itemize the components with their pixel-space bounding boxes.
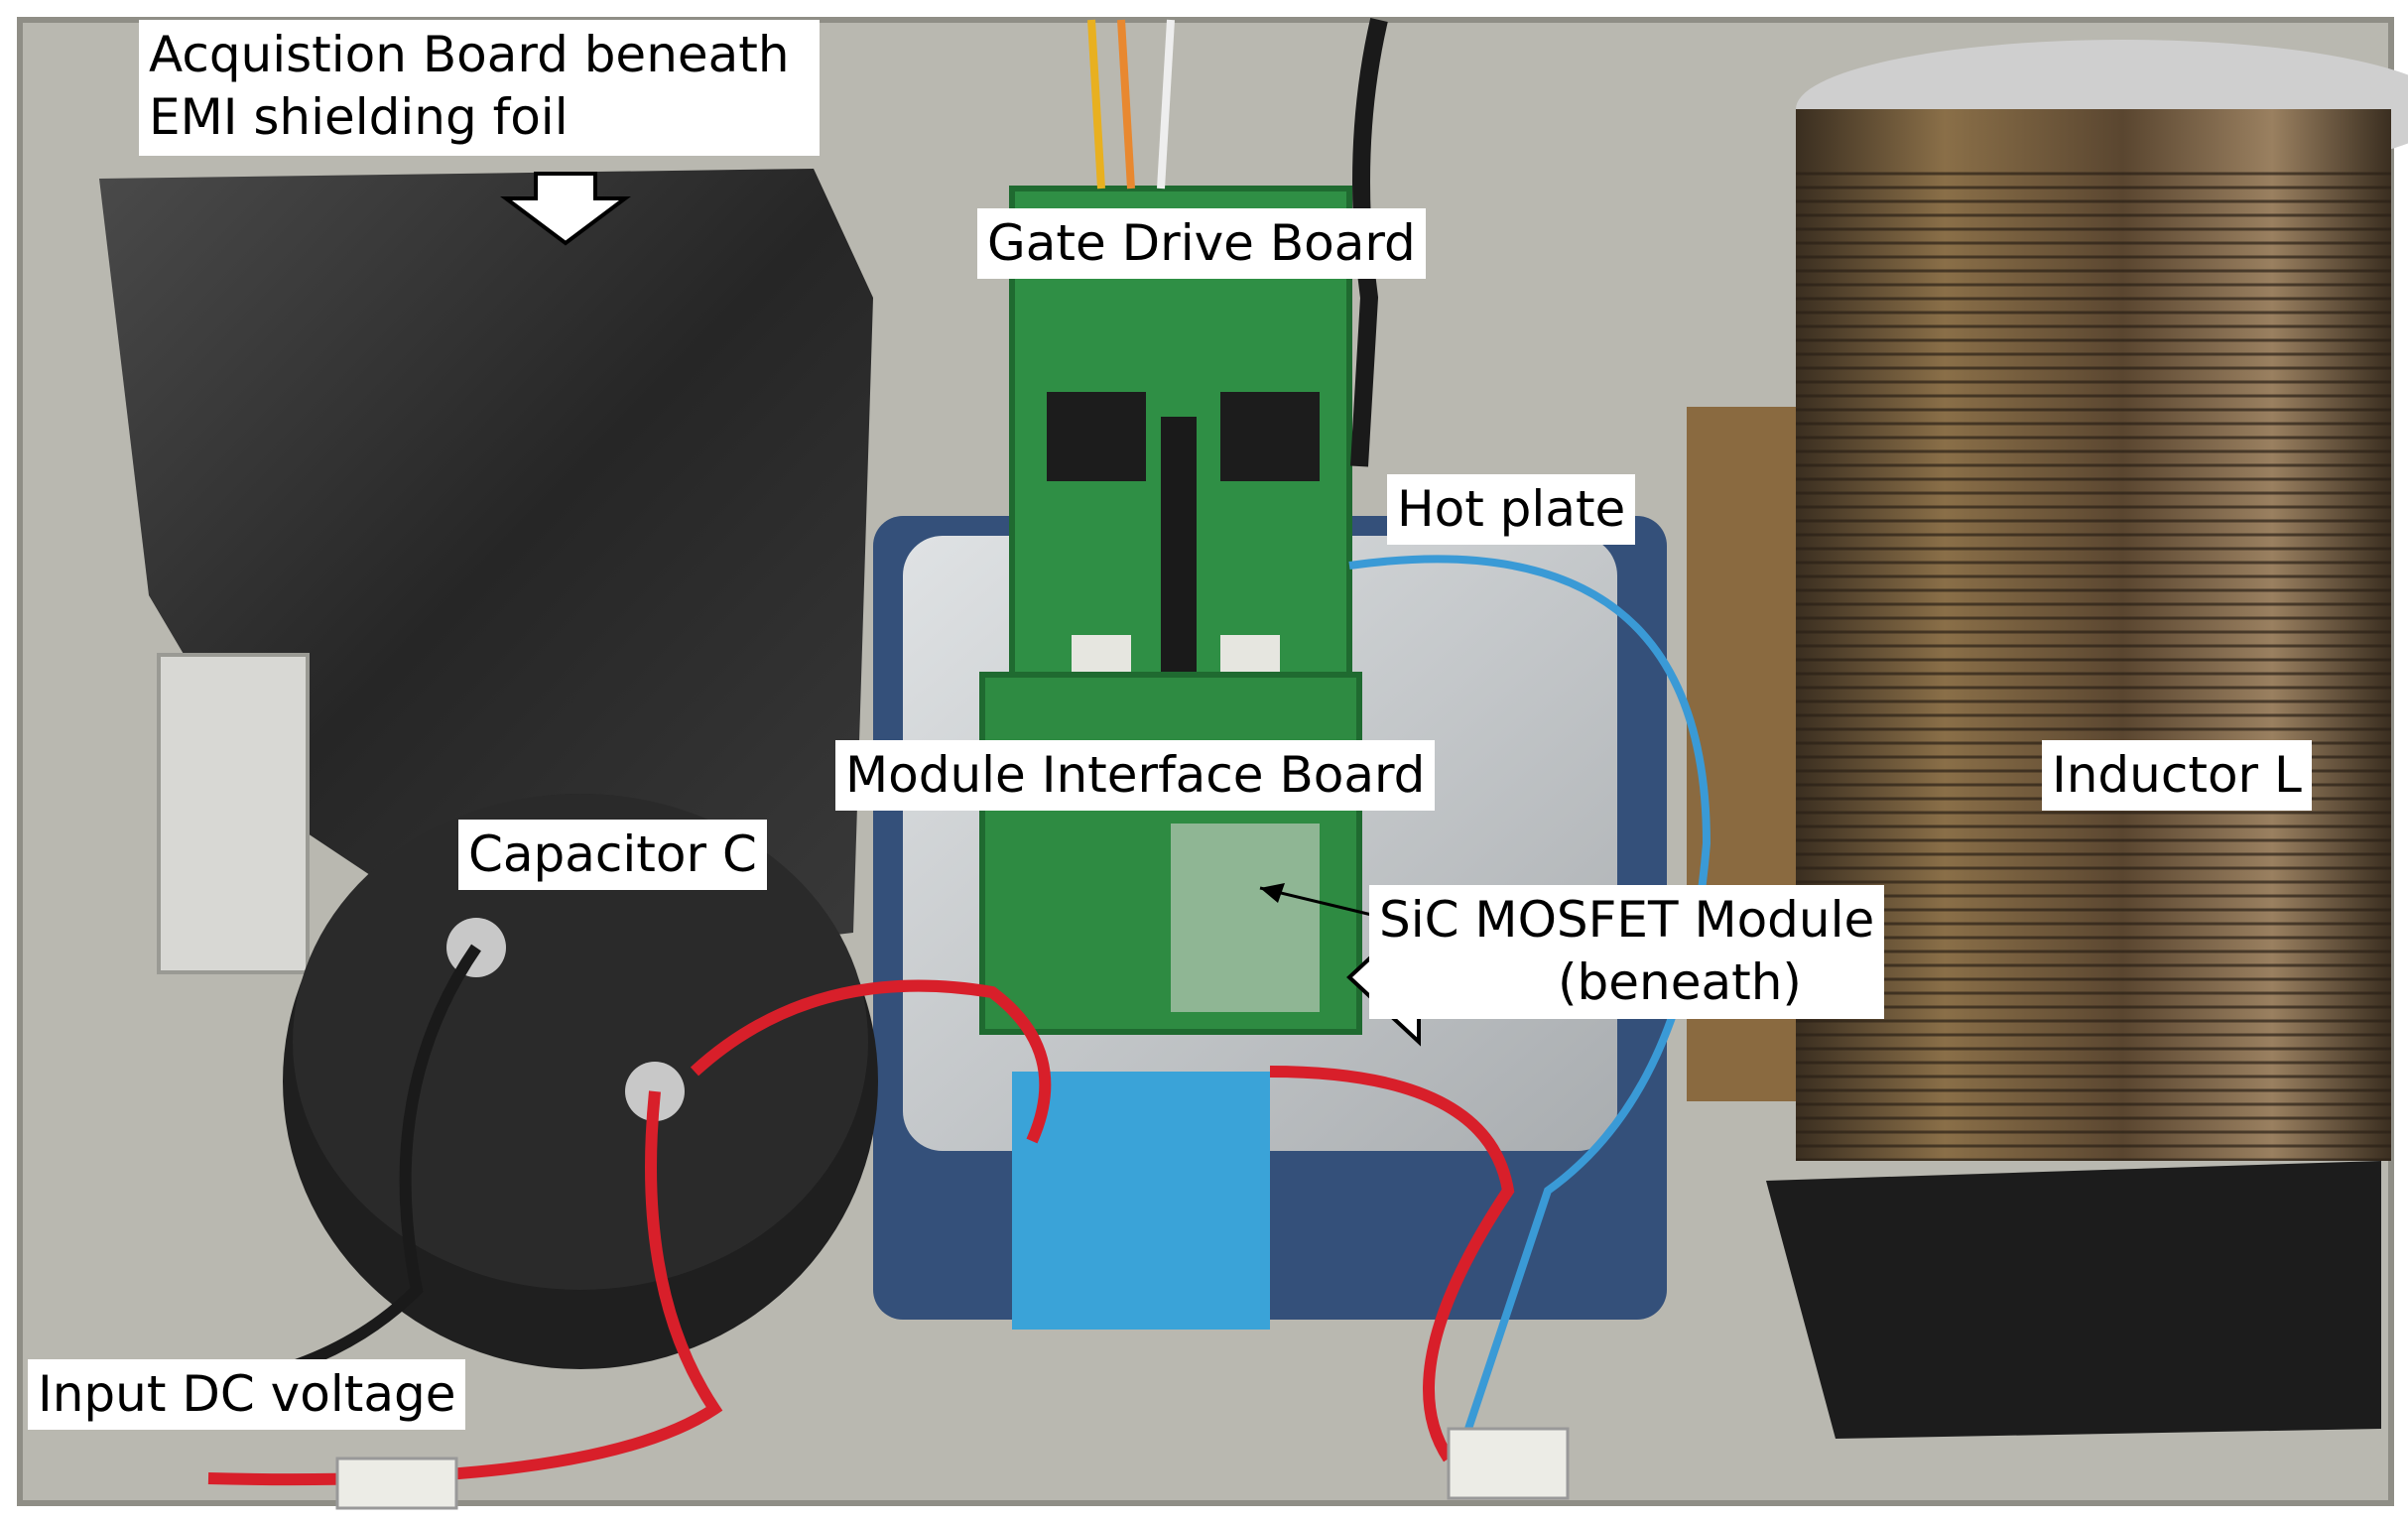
label-acquisition-board: Acquistion Board beneath EMI shielding f… xyxy=(139,20,820,156)
blue-insulator-block xyxy=(1012,1072,1270,1330)
acquisition-box xyxy=(157,653,310,974)
label-inductor: Inductor L xyxy=(2042,740,2312,811)
label-module-interface-board: Module Interface Board xyxy=(835,740,1436,811)
label-input-dc-voltage: Input DC voltage xyxy=(28,1359,466,1430)
label-acquisition-line1: Acquistion Board beneath xyxy=(149,26,790,83)
label-capacitor: Capacitor C xyxy=(458,820,767,890)
label-acquisition-line2: EMI shielding foil xyxy=(149,87,569,146)
label-sic-line2: (beneath) xyxy=(1558,952,1802,1011)
label-hot-plate: Hot plate xyxy=(1387,474,1636,545)
label-sic-mosfet-module: SiC MOSFET Module (beneath) xyxy=(1369,885,1885,1019)
label-gate-drive-board: Gate Drive Board xyxy=(977,208,1426,279)
current-probe xyxy=(1766,1161,2381,1439)
down-arrow-icon xyxy=(500,172,631,246)
label-sic-line1: SiC MOSFET Module xyxy=(1379,891,1875,949)
